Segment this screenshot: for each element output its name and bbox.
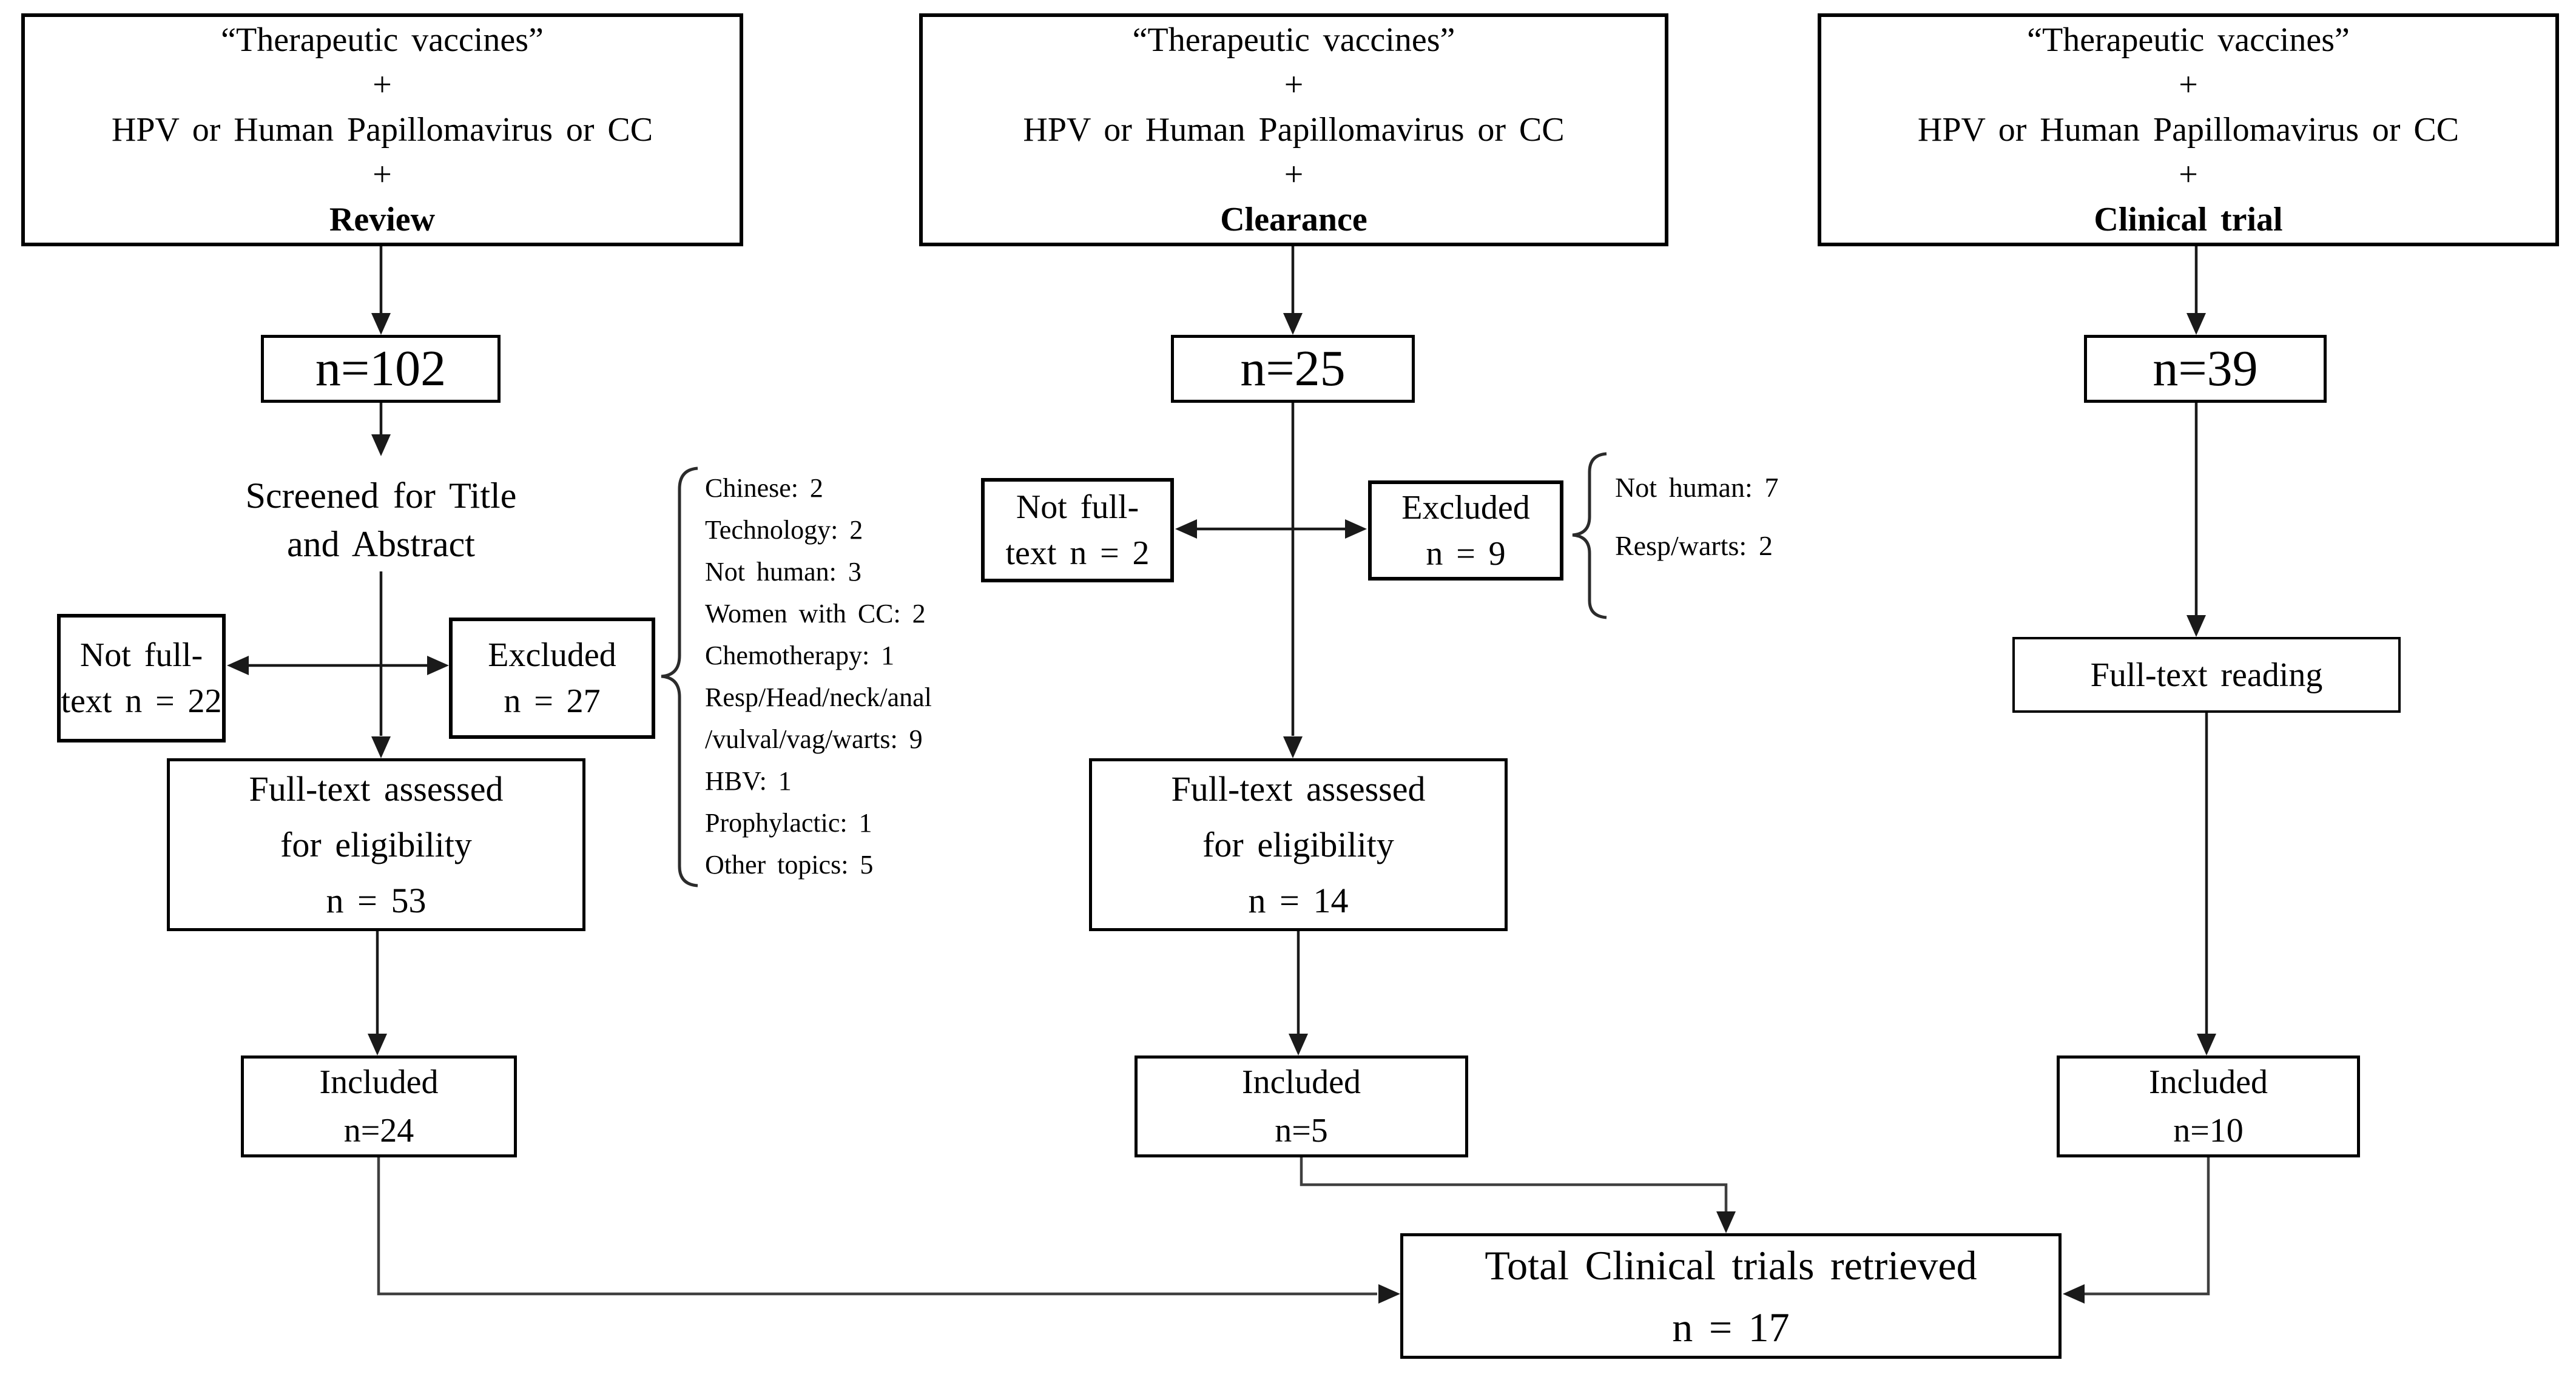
exclusion-item: HBV: 1 <box>705 766 792 796</box>
query-quoted-term: “Therapeutic vaccines” <box>1132 21 1455 59</box>
plus-sign: + <box>1284 156 1304 194</box>
plus-sign: + <box>2179 66 2198 104</box>
query-quoted-term: “Therapeutic vaccines” <box>2027 21 2350 59</box>
exclusion-item: Resp/warts: 2 <box>1615 530 1773 561</box>
elbow-included-col3-to-total <box>2063 1157 2210 1304</box>
plus-sign: + <box>373 66 392 104</box>
exclusion-item: /vulval/vag/warts: 9 <box>705 724 923 754</box>
arrow-fulltext-to-included-col1 <box>368 931 387 1055</box>
elbow-included-col2-to-total <box>1300 1157 1736 1233</box>
arrow-count-to-screened-col1 <box>371 403 391 456</box>
plus-sign: + <box>2179 156 2198 194</box>
arrow-count-to-fulltext-col2 <box>1283 403 1303 758</box>
arrow-query-to-count-col1 <box>371 246 391 335</box>
full-text-assessed-box-col2: Full-text assessed for eligibility n = 1… <box>1089 758 1508 931</box>
query-quoted-term: “Therapeutic vaccines” <box>221 21 544 59</box>
exclusion-item: Women with CC: 2 <box>705 599 926 628</box>
exclusion-list-col1: Chinese: 2 Technology: 2 Not human: 3 Wo… <box>705 467 932 886</box>
query-keyword: Clearance <box>1220 201 1367 238</box>
exclusion-item: Not human: 7 <box>1615 472 1779 503</box>
arrow-query-to-count-col2 <box>1283 246 1303 335</box>
query-terms: HPV or Human Papillomavirus or CC <box>1917 111 2460 149</box>
total-box: Total Clinical trials retrieved n = 17 <box>1400 1233 2062 1359</box>
arrow-fulltextreading-to-included-col3 <box>2197 713 2216 1055</box>
full-text-assessed-box-col1: Full-text assessed for eligibility n = 5… <box>167 758 585 931</box>
included-box-col1: Included n=24 <box>241 1055 517 1157</box>
double-arrow-notfulltext-excluded-col2 <box>1175 519 1367 539</box>
query-terms: HPV or Human Papillomavirus or CC <box>111 111 653 149</box>
exclusion-item: Resp/Head/neck/anal <box>705 682 932 712</box>
exclusion-item: Other topics: 5 <box>705 850 874 880</box>
exclusion-list-col2: Not human: 7 Resp/warts: 2 <box>1615 459 1779 575</box>
exclusion-item: Chinese: 2 <box>705 473 823 503</box>
query-box-clinical-trial: “Therapeutic vaccines” + HPV or Human Pa… <box>1818 13 2559 246</box>
double-arrow-notfulltext-excluded-col1 <box>227 656 449 675</box>
query-terms: HPV or Human Papillomavirus or CC <box>1023 111 1565 149</box>
arrow-screened-to-fulltext-col1 <box>371 571 391 758</box>
query-box-review: “Therapeutic vaccines” + HPV or Human Pa… <box>21 13 743 246</box>
included-box-col3: Included n=10 <box>2057 1055 2360 1157</box>
count-value: n=39 <box>2153 340 2258 397</box>
not-full-text-box-col1: Not full- text n = 22 <box>57 614 226 742</box>
included-box-col2: Included n=5 <box>1135 1055 1468 1157</box>
count-box-col1: n=102 <box>261 335 501 403</box>
plus-sign: + <box>373 156 392 194</box>
arrow-query-to-count-col3 <box>2187 246 2206 335</box>
exclusion-item: Not human: 3 <box>705 557 861 587</box>
count-value: n=25 <box>1240 340 1346 397</box>
count-value: n=102 <box>315 340 447 397</box>
elbow-included-col1-to-total <box>377 1157 1400 1304</box>
arrow-count-to-fulltextreading-col3 <box>2187 403 2206 637</box>
exclusion-brace-col1 <box>661 466 698 887</box>
query-box-clearance: “Therapeutic vaccines” + HPV or Human Pa… <box>919 13 1668 246</box>
count-box-col3: n=39 <box>2084 335 2327 403</box>
exclusion-item: Technology: 2 <box>705 515 863 545</box>
excluded-box-col2: Excluded n = 9 <box>1368 480 1563 581</box>
query-keyword: Review <box>329 201 436 238</box>
not-full-text-box-col2: Not full- text n = 2 <box>981 478 1174 582</box>
exclusion-item: Chemotherapy: 1 <box>705 641 895 670</box>
arrow-fulltext-to-included-col2 <box>1289 931 1308 1055</box>
screened-label: Screened for Title and Abstract <box>245 476 517 564</box>
exclusion-brace-col2 <box>1572 452 1607 619</box>
plus-sign: + <box>1284 66 1304 104</box>
query-keyword: Clinical trial <box>2094 201 2283 238</box>
full-text-reading-box: Full-text reading <box>2012 637 2401 713</box>
count-box-col2: n=25 <box>1171 335 1415 403</box>
exclusion-item: Prophylactic: 1 <box>705 808 872 838</box>
excluded-box-col1: Excluded n = 27 <box>449 618 655 739</box>
